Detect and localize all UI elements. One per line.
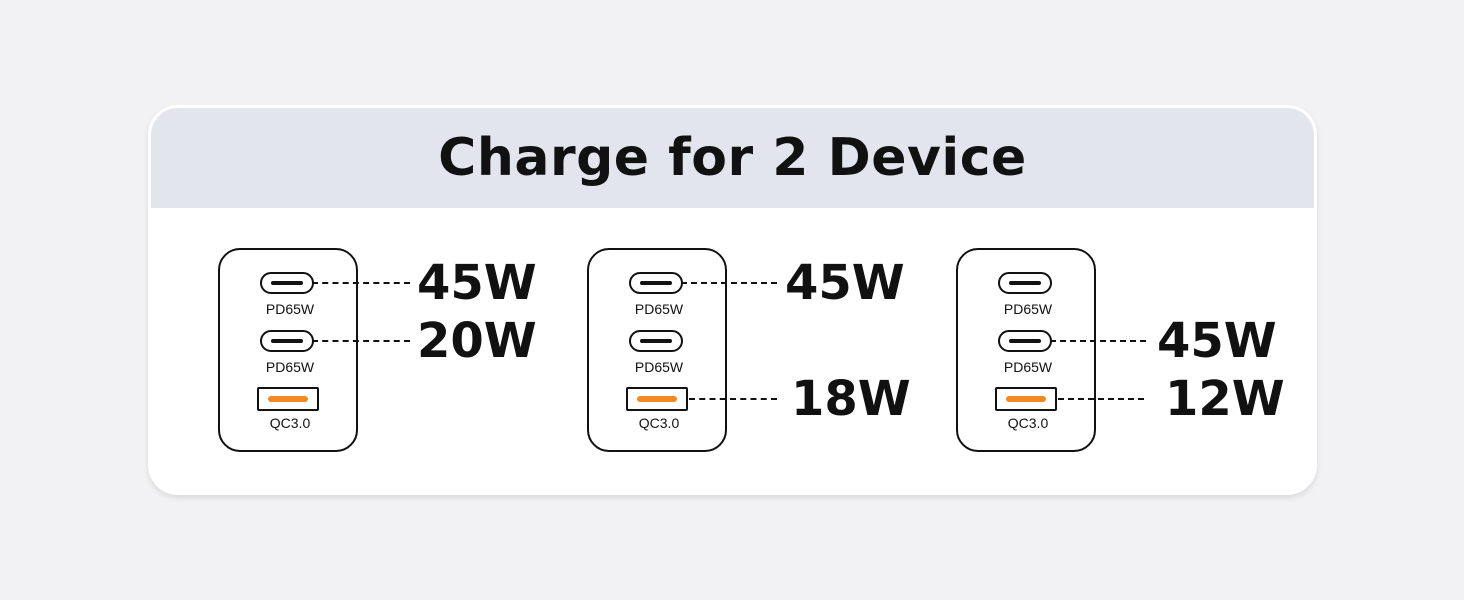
port-label: PD65W (1003, 359, 1053, 375)
usb-c-port-icon (629, 330, 683, 352)
charger-3: PD65W PD65W QC3.0 (956, 248, 1096, 452)
usb-c-port-icon (260, 330, 314, 352)
watt-value: 45W (1157, 313, 1277, 369)
port-label: PD65W (634, 359, 684, 375)
usb-a-port-icon (995, 387, 1057, 411)
connector-line (681, 282, 777, 284)
port-label: QC3.0 (269, 415, 311, 431)
charger-1: PD65W PD65W QC3.0 (218, 248, 358, 452)
charge-card: Charge for 2 Device PD65W PD65W QC3.0 45… (148, 105, 1317, 495)
connector-line (312, 340, 410, 342)
connector-line (1058, 398, 1144, 400)
port-label: QC3.0 (1007, 415, 1049, 431)
port-label: PD65W (634, 301, 684, 317)
port-label: QC3.0 (638, 415, 680, 431)
usb-c-port-icon (998, 272, 1052, 294)
watt-value: 45W (417, 255, 537, 311)
card-title: Charge for 2 Device (438, 128, 1027, 188)
connector-line (689, 398, 777, 400)
usb-a-port-icon (257, 387, 319, 411)
connector-line (312, 282, 410, 284)
watt-value: 45W (785, 255, 905, 311)
card-header: Charge for 2 Device (151, 108, 1314, 208)
watt-value: 12W (1165, 371, 1285, 427)
usb-c-port-icon (629, 272, 683, 294)
usb-c-port-icon (260, 272, 314, 294)
watt-value: 20W (417, 313, 537, 369)
connector-line (1050, 340, 1146, 342)
watt-value: 18W (791, 371, 911, 427)
usb-c-port-icon (998, 330, 1052, 352)
charger-2: PD65W PD65W QC3.0 (587, 248, 727, 452)
port-label: PD65W (265, 301, 315, 317)
port-label: PD65W (1003, 301, 1053, 317)
usb-a-port-icon (626, 387, 688, 411)
port-label: PD65W (265, 359, 315, 375)
